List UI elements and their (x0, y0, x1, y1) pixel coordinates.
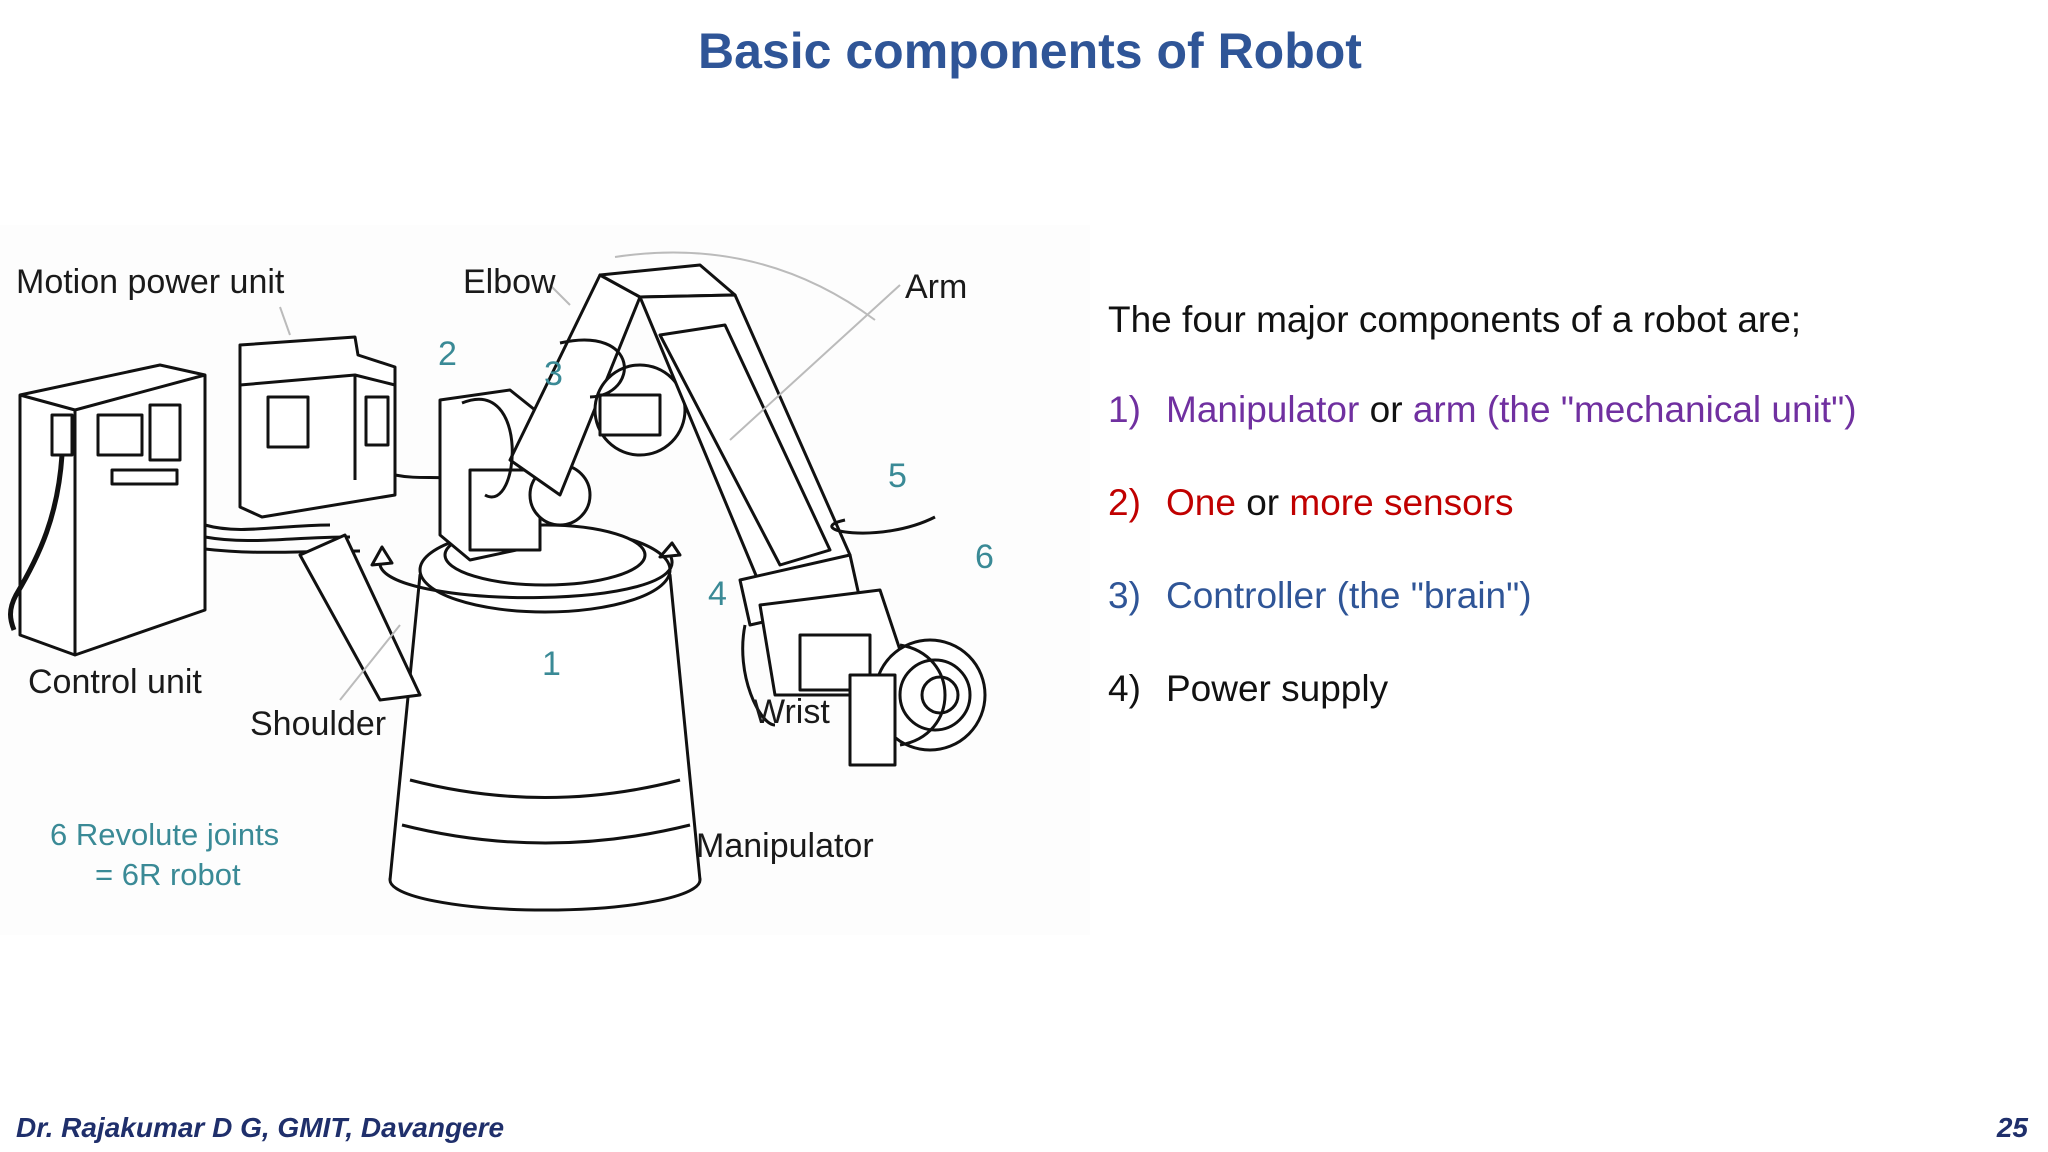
control-unit-drawing (8, 363, 207, 657)
joint-number-4: 4 (708, 575, 727, 613)
item-text: Controller (the "brain") (1166, 575, 1532, 616)
label-arm: Arm (905, 268, 967, 306)
joint-number-2: 2 (438, 335, 457, 373)
item-number: 1) (1108, 389, 1141, 430)
robot-illustration: Motion power unit Elbow Arm Control unit… (8, 251, 994, 912)
page-number: 25 (1996, 1112, 2028, 1143)
item-text: Power supply (1166, 668, 1389, 709)
item-number: 4) (1108, 668, 1141, 709)
item-text: One or more sensors (1166, 478, 1514, 528)
item-number: 3) (1108, 575, 1141, 616)
list-item: 3) Controller (the "brain") (1108, 571, 2008, 621)
components-list: The four major components of a robot are… (1108, 295, 2008, 757)
list-item: 2) One or more sensors (1108, 478, 2008, 528)
label-elbow: Elbow (463, 263, 556, 301)
item-part-b: more sensors (1289, 482, 1514, 523)
list-item: 1) Manipulator or arm (the "mechanical u… (1108, 385, 2008, 435)
joint-number-1: 1 (542, 645, 561, 683)
item-part-b: arm (the "mechanical unit") (1412, 389, 1857, 430)
note-6r-robot: = 6R robot (95, 857, 241, 892)
label-shoulder: Shoulder (250, 705, 386, 743)
label-control-unit: Control unit (28, 663, 202, 701)
label-wrist: Wrist (753, 693, 830, 731)
joint-number-3: 3 (544, 355, 563, 393)
joint-number-6: 6 (975, 538, 994, 576)
note-revolute-joints: 6 Revolute joints (50, 817, 279, 852)
motion-power-unit-drawing (204, 335, 461, 554)
forearm-drawing (638, 293, 862, 627)
rotation-arrows (370, 338, 947, 747)
label-manipulator: Manipulator (696, 827, 874, 865)
item-number: 2) (1108, 482, 1141, 523)
label-motion-power-unit: Motion power unit (16, 263, 285, 301)
item-join: or (1235, 482, 1290, 523)
item-part-a: Manipulator (1166, 389, 1360, 430)
manipulator-base-drawing (298, 523, 702, 912)
footer-author: Dr. Rajakumar D G, GMIT, Davangere (16, 1112, 505, 1143)
item-text: Manipulator or arm (the "mechanical unit… (1166, 385, 1857, 435)
intro-text: The four major components of a robot are… (1108, 299, 1802, 340)
slide-title: Basic components of Robot (698, 23, 1362, 79)
wrist-drawing (758, 588, 987, 767)
list-item: 4) Power supply (1108, 664, 2008, 714)
item-part-a: One (1166, 482, 1236, 523)
robot-diagram: Motion power unit Elbow Arm Control unit… (0, 225, 1090, 935)
joint-number-5: 5 (888, 457, 907, 495)
item-join: or (1359, 389, 1413, 430)
